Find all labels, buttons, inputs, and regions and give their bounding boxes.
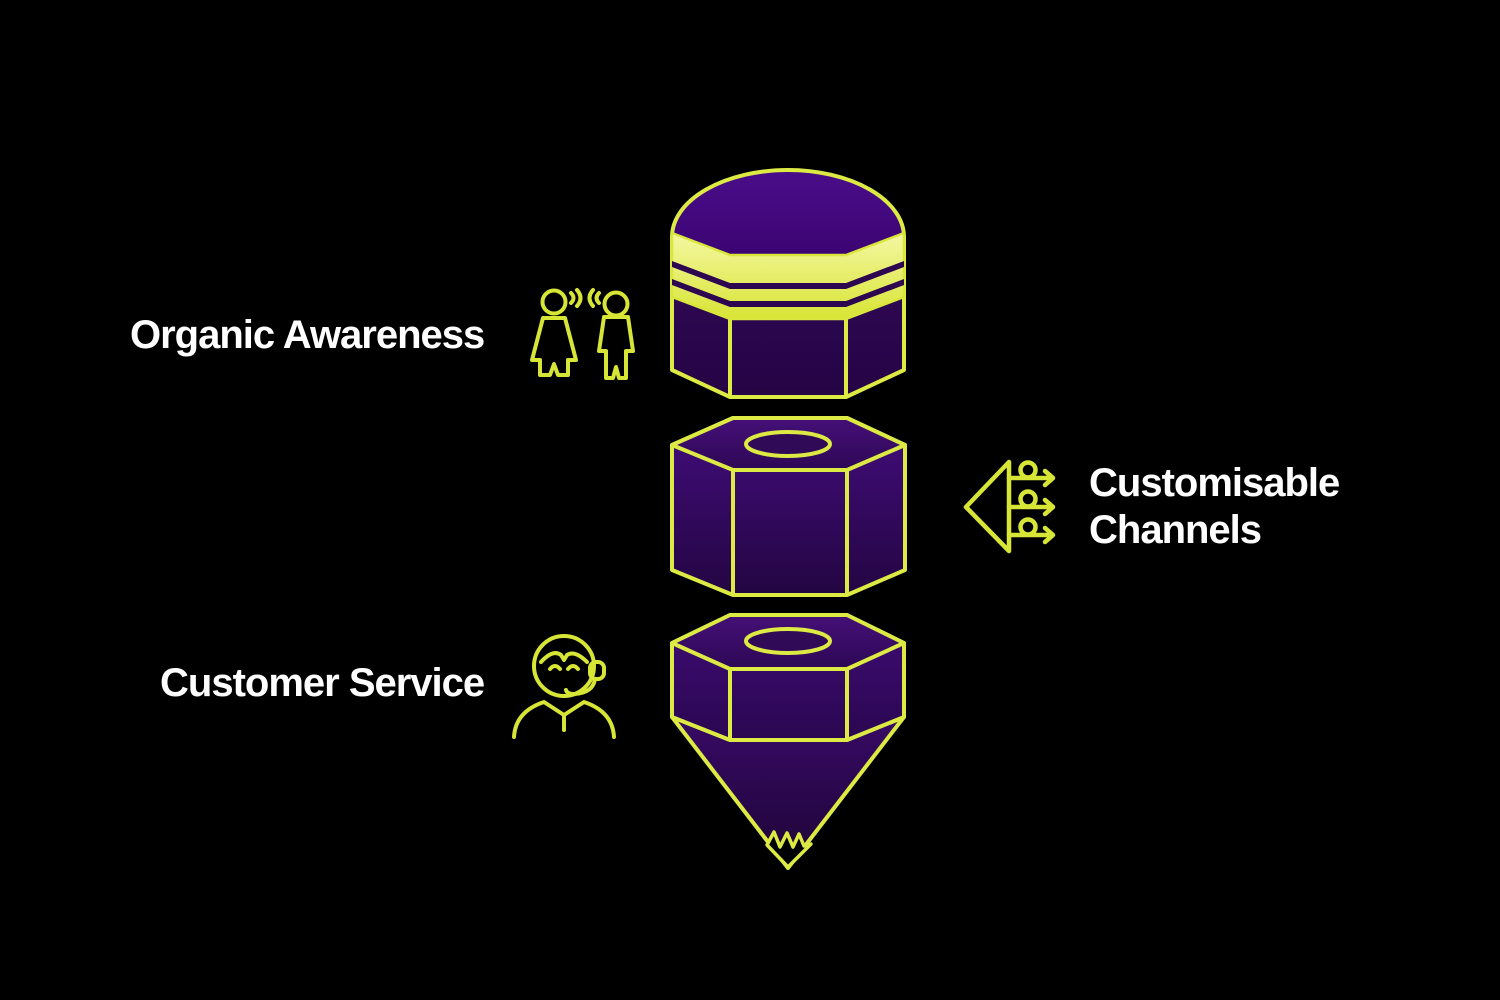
support-agent-headset-icon: [508, 622, 620, 745]
stage-label-customer-service: Customer Service: [160, 622, 620, 745]
stage-label-customisable-channels: Customisable Channels: [958, 452, 1340, 562]
customisable-channels-label: Customisable Channels: [1089, 461, 1340, 552]
funnel-stage-top: [670, 168, 906, 399]
funnel-stage-middle: [670, 416, 907, 597]
funnel-stage-bottom: [670, 613, 906, 870]
stage-label-organic-awareness: Organic Awareness: [130, 283, 651, 388]
organic-awareness-label: Organic Awareness: [130, 313, 485, 357]
customer-service-label: Customer Service: [160, 661, 485, 705]
three-channel-arrows-icon: [958, 452, 1063, 562]
cone-drip-notch: [765, 830, 813, 869]
two-people-talking-icon: [516, 283, 651, 388]
